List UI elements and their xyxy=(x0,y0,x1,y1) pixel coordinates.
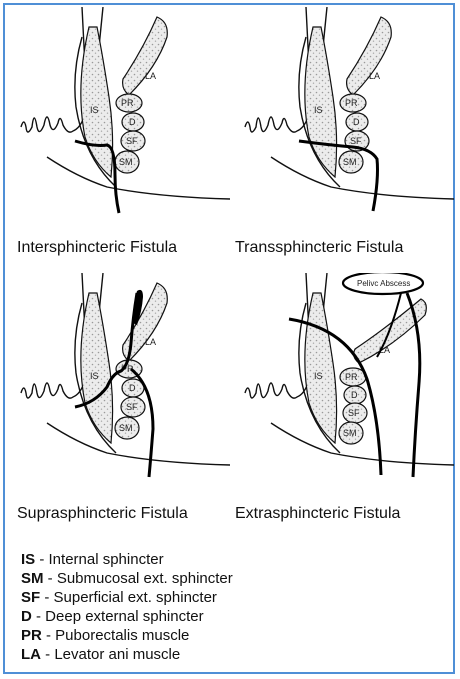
fistula-tract xyxy=(299,141,378,211)
label-sm: SM xyxy=(119,157,133,167)
figure-frame: LA IS PR D SF SM Intersphincteric Fistul… xyxy=(3,3,455,674)
label-sm: SM xyxy=(343,157,357,167)
caption-suprasphincteric: Suprasphincteric Fistula xyxy=(17,505,188,523)
label-d: D xyxy=(129,383,136,393)
legend-row-sf: SF - Superficial ext. sphincter xyxy=(21,588,233,607)
label-pr: PR xyxy=(345,372,358,382)
label-la: LA xyxy=(369,71,380,81)
label-pr: PR xyxy=(345,98,358,108)
label-sf: SF xyxy=(126,402,138,412)
label-sf: SF xyxy=(126,136,138,146)
legend-row-la: LA - Levator ani muscle xyxy=(21,645,233,664)
internal-sphincter xyxy=(305,293,337,443)
internal-sphincter xyxy=(81,293,113,443)
panel-transsphincteric: LA IS PR D SF SM Transsphincteric Fistul… xyxy=(231,7,456,237)
levator-ani xyxy=(347,17,392,95)
label-d: D xyxy=(353,117,360,127)
label-d: D xyxy=(129,117,136,127)
legend-row-pr: PR - Puborectalis muscle xyxy=(21,626,233,645)
label-is: IS xyxy=(90,105,99,115)
label-sf: SF xyxy=(348,408,360,418)
internal-sphincter xyxy=(305,27,337,177)
label-la: LA xyxy=(145,71,156,81)
label-is: IS xyxy=(314,371,323,381)
legend: IS - Internal sphincter SM - Submucosal … xyxy=(21,550,233,664)
label-pr: PR xyxy=(121,98,134,108)
label-sm: SM xyxy=(119,423,133,433)
caption-transsphincteric: Transsphincteric Fistula xyxy=(235,239,403,257)
panel-extrasphincteric: LA IS PR D SF SM Pelivc Abscess Extrasph… xyxy=(231,273,456,503)
internal-sphincter xyxy=(81,27,113,177)
levator-ani xyxy=(123,17,168,95)
label-d: D xyxy=(351,390,358,400)
abscess-label: Pelivc Abscess xyxy=(357,279,410,288)
label-is: IS xyxy=(90,371,99,381)
caption-intersphincteric: Intersphincteric Fistula xyxy=(17,239,177,257)
caption-extrasphincteric: Extrasphincteric Fistula xyxy=(235,505,400,523)
panel-suprasphincteric: LA IS PR D SF SM Suprasphincteric Fistul… xyxy=(7,273,232,503)
label-sf: SF xyxy=(350,136,362,146)
legend-row-sm: SM - Submucosal ext. sphincter xyxy=(21,569,233,588)
label-sm: SM xyxy=(343,428,357,438)
legend-row-d: D - Deep external sphincter xyxy=(21,607,233,626)
label-la: LA xyxy=(145,337,156,347)
label-is: IS xyxy=(314,105,323,115)
panel-intersphincteric: LA IS PR D SF SM Intersphincteric Fistul… xyxy=(7,7,232,237)
legend-row-is: IS - Internal sphincter xyxy=(21,550,233,569)
